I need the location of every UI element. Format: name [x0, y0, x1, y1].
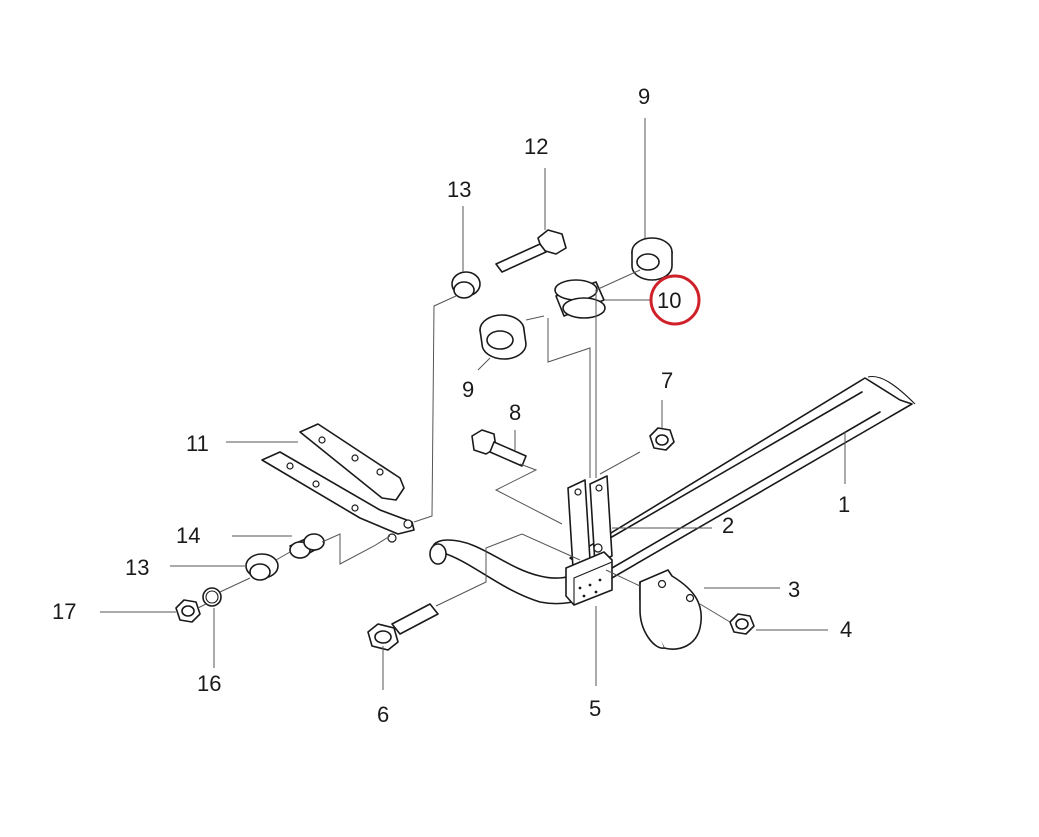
assembly-lines: [197, 269, 731, 623]
callout-leaders: [100, 118, 846, 690]
callout-5: 5: [589, 696, 601, 721]
stabilizer-bar: [429, 375, 916, 605]
callout-16: 16: [197, 671, 221, 696]
callout-13-lower: 13: [125, 555, 149, 580]
washer-upper: [451, 271, 481, 299]
callout-9-lower: 9: [462, 377, 474, 402]
flange-nut-right: [729, 613, 755, 635]
callout-numbers: 1 2 3 4 5 6 7 8 9 9 10 11 12 13 13 14 16…: [52, 84, 852, 727]
link-bracket: [565, 475, 613, 606]
callout-4: 4: [840, 617, 852, 642]
washer-lower: [245, 553, 279, 581]
callout-2: 2: [722, 513, 734, 538]
bushing-lower: [479, 314, 527, 360]
callout-1: 1: [838, 492, 850, 517]
callout-12: 12: [524, 134, 548, 159]
callout-6: 6: [377, 702, 389, 727]
callout-8: 8: [509, 400, 521, 425]
small-spacer: [289, 533, 325, 559]
mounting-plate: [261, 423, 415, 543]
flange-nut-left: [175, 599, 201, 623]
callout-13-upper: 13: [447, 177, 471, 202]
long-bolt: [367, 603, 439, 651]
callout-10: 10: [657, 288, 681, 313]
highlight-circle: [649, 274, 701, 326]
callout-14: 14: [176, 523, 200, 548]
flange-nut-top: [649, 427, 675, 451]
top-bolt: [495, 229, 567, 273]
callout-17: 17: [52, 599, 76, 624]
callout-7: 7: [661, 368, 673, 393]
spacer-sleeve: [554, 279, 606, 319]
u-clamp: [639, 569, 702, 650]
callout-3: 3: [788, 577, 800, 602]
bushing-upper: [631, 237, 673, 281]
callout-11: 11: [186, 431, 209, 456]
snap-ring: [202, 587, 222, 607]
short-bolt: [471, 429, 527, 467]
callout-9-upper: 9: [638, 84, 650, 109]
